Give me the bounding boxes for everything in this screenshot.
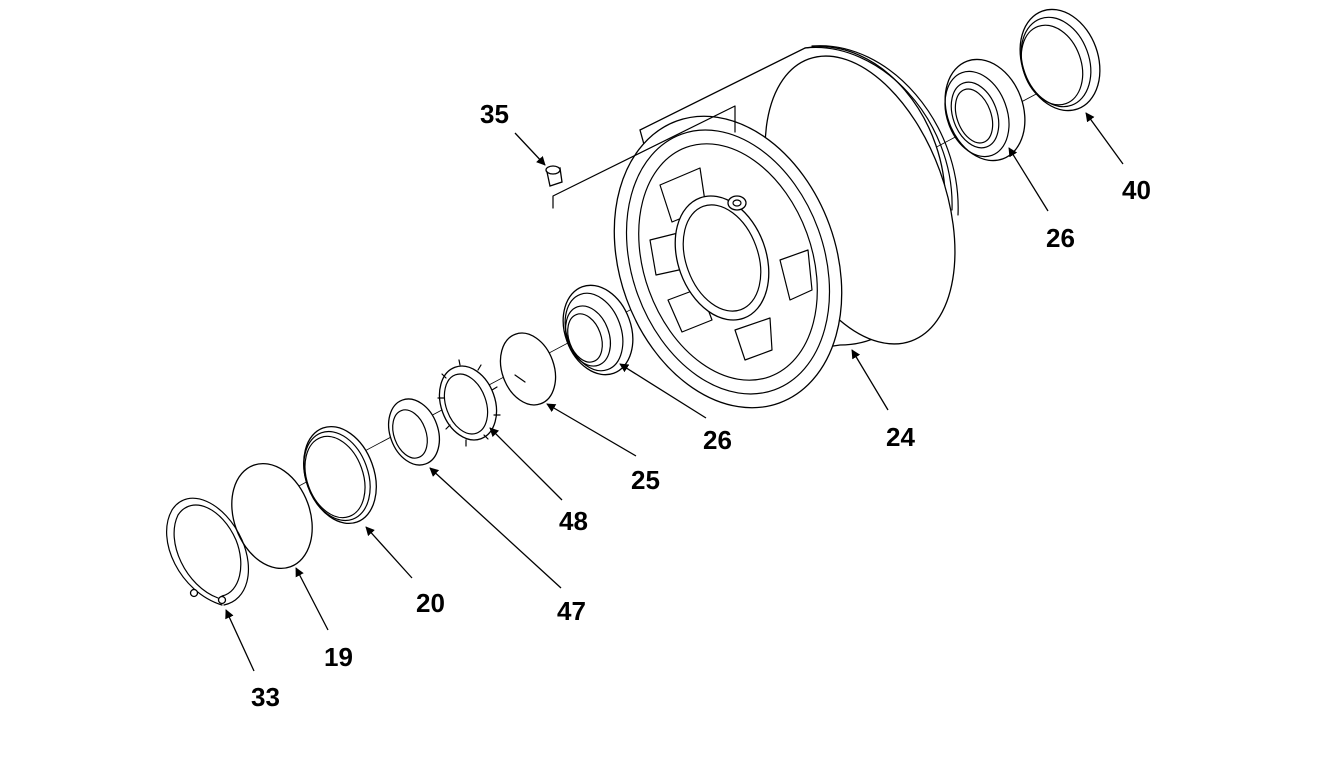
- leader-33: [225, 609, 255, 672]
- callout-48: 48: [559, 506, 588, 536]
- callout-26-upper: 26: [1046, 223, 1075, 253]
- leader-20: [365, 526, 413, 579]
- leader-24: [851, 349, 889, 411]
- lock-washer-part-48: [437, 359, 501, 447]
- hub-drum-part-24: [613, 45, 959, 409]
- callout-33: 33: [251, 682, 280, 712]
- leader-35: [514, 132, 546, 166]
- leader-25: [546, 403, 637, 457]
- callout-35: 35: [480, 99, 509, 129]
- callout-47: 47: [557, 596, 586, 626]
- bearing-part-26-upper: [944, 58, 1026, 162]
- bearing-part-26-lower: [562, 284, 634, 376]
- leader-26-lower: [619, 363, 707, 419]
- o-ring-part-20: [303, 425, 377, 525]
- leader-40: [1085, 112, 1124, 165]
- callout-25: 25: [631, 465, 660, 495]
- callout-24: 24: [886, 422, 915, 452]
- callout-20: 20: [416, 588, 445, 618]
- retaining-ring-part-33: [166, 497, 249, 606]
- seal-part-40: [1019, 8, 1101, 112]
- callout-labels: 35 40 26 24 26 25 48 47 20 19 33: [251, 99, 1151, 712]
- callout-19: 19: [324, 642, 353, 672]
- washer-part-25: [499, 332, 557, 406]
- leader-48: [489, 427, 563, 501]
- grease-fitting-part-35: [545, 105, 736, 209]
- leader-26-upper: [1008, 147, 1049, 212]
- leader-arrows: [225, 112, 1124, 672]
- nut-part-47: [387, 398, 441, 466]
- callout-40: 40: [1122, 175, 1151, 205]
- leader-19: [295, 567, 329, 631]
- leader-47: [429, 467, 562, 589]
- callout-26-lower: 26: [703, 425, 732, 455]
